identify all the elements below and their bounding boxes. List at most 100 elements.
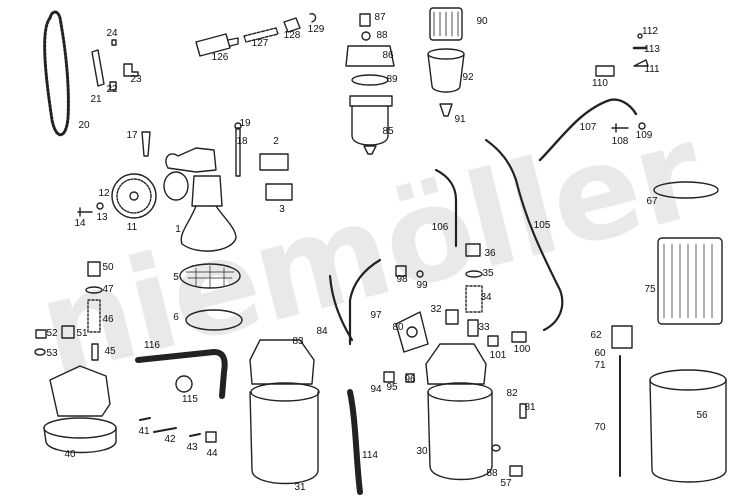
callout-107: 107 (579, 122, 597, 133)
callout-71: 71 (594, 360, 606, 371)
callout-75: 75 (644, 284, 656, 295)
callout-95: 95 (386, 382, 398, 393)
callout-32: 32 (430, 304, 442, 315)
callout-97: 97 (370, 310, 382, 321)
part-screen (179, 263, 243, 331)
callout-129: 129 (307, 24, 325, 35)
part-filter-housing-31 (249, 339, 320, 485)
callout-92: 92 (462, 72, 474, 83)
callout-52: 52 (46, 328, 58, 339)
callout-21: 21 (90, 94, 102, 105)
callout-42: 42 (164, 434, 176, 445)
callout-36: 36 (484, 248, 496, 259)
callout-44: 44 (206, 448, 218, 459)
callout-84: 84 (316, 326, 328, 337)
callout-41: 41 (138, 426, 150, 437)
callout-111: 111 (644, 64, 660, 75)
callout-46: 46 (102, 314, 114, 325)
callout-24: 24 (106, 28, 118, 39)
callout-6: 6 (173, 312, 179, 323)
part-chain (43, 10, 70, 137)
callout-81: 81 (524, 402, 536, 413)
callout-58: 58 (486, 468, 498, 479)
callout-13: 13 (96, 212, 108, 223)
callout-18: 18 (236, 136, 248, 147)
callout-20: 20 (78, 120, 90, 131)
callout-3: 3 (279, 204, 285, 215)
callout-105: 105 (533, 220, 551, 231)
callout-30: 30 (416, 446, 428, 457)
callout-2: 2 (273, 136, 279, 147)
part-filter-housing-30 (425, 343, 493, 481)
callout-90: 90 (476, 16, 488, 27)
part-pump-assembly (77, 122, 293, 252)
callout-85: 85 (382, 126, 394, 137)
callout-94: 94 (370, 384, 382, 395)
callout-47: 47 (102, 284, 114, 295)
callout-82: 82 (506, 388, 518, 399)
callout-12: 12 (98, 188, 110, 199)
callout-128: 128 (283, 30, 301, 41)
callout-98: 98 (396, 274, 408, 285)
callout-60: 60 (594, 348, 606, 359)
part-bolts-lower (491, 403, 527, 477)
callout-83: 83 (292, 336, 304, 347)
callout-100: 100 (513, 344, 531, 355)
callout-80: 80 (392, 322, 404, 333)
callout-91: 91 (454, 114, 466, 125)
callout-126: 126 (211, 52, 229, 63)
callout-1: 1 (175, 224, 181, 235)
part-fittings-middle (383, 265, 527, 383)
callout-101: 101 (489, 350, 507, 361)
callout-88: 88 (376, 30, 388, 41)
callout-35: 35 (482, 268, 494, 279)
part-cartridge-small (427, 7, 465, 117)
callout-106: 106 (431, 222, 449, 233)
callout-127: 127 (251, 38, 269, 49)
callout-33: 33 (478, 322, 490, 333)
part-pipe-107 (538, 98, 646, 162)
callout-116: 116 (144, 340, 160, 351)
callout-31: 31 (294, 482, 306, 493)
callout-108: 108 (611, 136, 629, 147)
callout-17: 17 (126, 130, 138, 141)
part-pipes-middle (328, 138, 564, 346)
callout-86: 86 (382, 50, 394, 61)
callout-114: 114 (362, 450, 378, 461)
callout-40: 40 (64, 449, 76, 460)
callout-113: 113 (644, 44, 660, 55)
callout-56: 56 (696, 410, 708, 421)
callout-96: 96 (404, 374, 416, 385)
callout-11: 11 (126, 222, 138, 233)
callout-34: 34 (480, 292, 492, 303)
callout-43: 43 (186, 442, 198, 453)
part-valve-stack (445, 243, 483, 337)
callout-62: 62 (590, 330, 602, 341)
callout-45: 45 (104, 346, 116, 357)
part-plunger (195, 12, 317, 57)
callout-99: 99 (416, 280, 428, 291)
part-cartridge-large (653, 181, 723, 325)
callout-23: 23 (130, 74, 142, 85)
callout-87: 87 (374, 12, 386, 23)
callout-19: 19 (239, 118, 251, 129)
part-bowl-right (611, 325, 727, 483)
callout-53: 53 (46, 348, 58, 359)
callout-5: 5 (173, 272, 179, 283)
callout-70: 70 (594, 422, 606, 433)
part-hose (135, 349, 363, 495)
callout-50: 50 (102, 262, 114, 273)
part-small-top-left (91, 39, 139, 91)
callout-110: 110 (592, 78, 608, 89)
callout-109: 109 (635, 130, 653, 141)
callout-112: 112 (642, 26, 658, 37)
callout-115: 115 (182, 394, 198, 405)
callout-22: 22 (106, 84, 118, 95)
callout-67: 67 (646, 196, 658, 207)
part-filter-head-left (34, 261, 217, 454)
callout-51: 51 (76, 328, 88, 339)
part-filter-head-small (345, 13, 395, 155)
callout-14: 14 (74, 218, 86, 229)
